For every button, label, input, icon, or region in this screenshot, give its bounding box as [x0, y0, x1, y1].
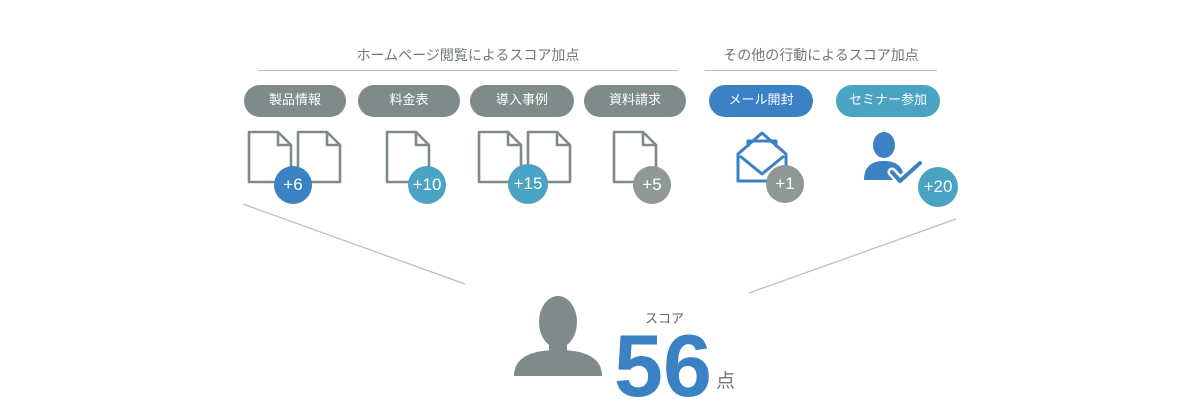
pill-pricing: 料金表: [358, 85, 460, 117]
pill-document-request: 資料請求: [584, 85, 686, 117]
points-badge-document-request: +5: [633, 166, 671, 204]
web-section-divider: [258, 70, 678, 71]
user-check-icon: [864, 132, 925, 186]
other-section-title: その他の行動によるスコア加点: [723, 48, 919, 64]
points-badge-case-studies: +15: [508, 164, 548, 204]
funnel-line-right: [748, 218, 957, 294]
points-badge-pricing: +10: [408, 166, 446, 204]
points-badge-email-open: +1: [766, 165, 804, 203]
web-section-title: ホームページ閲覧によるスコア加点: [356, 48, 580, 64]
score-unit: 点: [716, 370, 736, 392]
points-badge-product-info: +6: [274, 166, 312, 204]
pill-product-info: 製品情報: [244, 85, 346, 117]
score-label: スコア: [645, 312, 685, 327]
person-icon: [514, 296, 602, 376]
points-badge-seminar-attendance: +20: [918, 167, 958, 207]
pill-email-open: メール開封: [709, 85, 813, 117]
pill-seminar-attendance: セミナー参加: [836, 85, 940, 117]
score-value: 56: [614, 316, 712, 415]
other-section-divider: [705, 70, 937, 71]
funnel-line-left: [242, 203, 466, 285]
pill-case-studies: 導入事例: [470, 85, 574, 117]
